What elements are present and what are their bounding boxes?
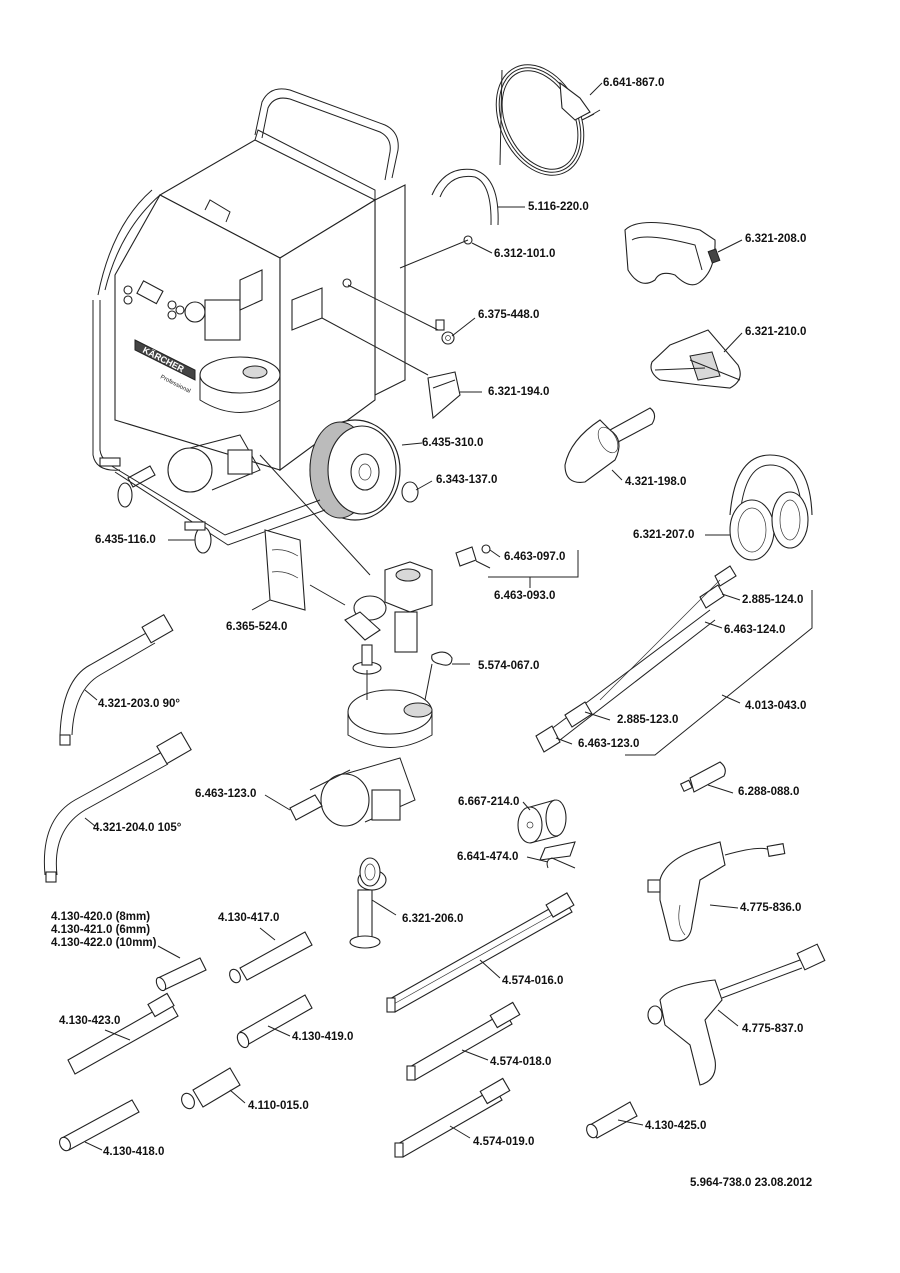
nozzle-423-drawing xyxy=(67,992,179,1075)
elbow-105-drawing xyxy=(43,731,192,883)
document-footer: 5.964-738.0 23.08.2012 xyxy=(690,1177,813,1189)
nozzle-015-drawing xyxy=(181,1067,241,1110)
part-label-lance-016: 4.574-016.0 xyxy=(502,975,564,987)
gun-837-drawing xyxy=(647,943,826,1086)
bag-drawing xyxy=(264,529,306,611)
part-label-hose-2885-124: 2.885-124.0 xyxy=(742,594,804,606)
part-label-castor: 6.435-116.0 xyxy=(95,534,156,546)
nozzle-417-drawing xyxy=(229,931,313,984)
part-label-gun-836: 4.775-836.0 xyxy=(740,902,802,914)
part-label-nozzle-425: 4.130-425.0 xyxy=(645,1120,707,1132)
lance-019-drawing xyxy=(394,1077,511,1158)
part-label-goggles: 6.321-208.0 xyxy=(745,233,807,245)
part-label-pin: 6.641-474.0 xyxy=(457,851,519,863)
part-label-hose-5116: 5.116-220.0 xyxy=(528,201,589,213)
gasket-drawing xyxy=(431,651,453,666)
part-label-nozzle-418: 4.130-418.0 xyxy=(103,1146,165,1158)
leader-lines xyxy=(84,82,813,1151)
scoop-drawing xyxy=(564,407,656,483)
part-label-grease-tube: 6.288-088.0 xyxy=(738,786,800,798)
nozzle-419-drawing xyxy=(236,994,313,1049)
power-cable-drawing xyxy=(495,64,601,176)
part-label-hub-cap: 6.343-137.0 xyxy=(436,474,498,486)
pump-motor-drawing xyxy=(289,689,433,827)
gloves-drawing xyxy=(650,329,741,389)
valve-unit-drawing xyxy=(344,544,491,675)
part-label-hose-2885-123: 2.885-123.0 xyxy=(617,714,679,726)
part-label-nozzle-423: 4.130-423.0 xyxy=(59,1015,121,1027)
nozzle-425-drawing xyxy=(586,1101,638,1139)
part-label-bag: 6.365-524.0 xyxy=(226,621,288,633)
part-label-lance-019: 4.574-019.0 xyxy=(473,1136,535,1148)
part-label-gloves: 6.321-210.0 xyxy=(745,326,807,338)
part-label-fitting-set-093: 6.463-093.0 xyxy=(494,590,556,602)
part-label-coupling-123-left: 6.463-123.0 xyxy=(195,788,257,800)
nozzle-418-drawing xyxy=(59,1099,140,1152)
hose-assembly-drawing xyxy=(535,565,737,753)
part-label-elbow-90: 4.321-203.0 90° xyxy=(98,698,180,710)
part-label-coupling-124: 6.463-124.0 xyxy=(724,624,786,636)
part-label-nozzle-015: 4.110-015.0 xyxy=(248,1100,309,1112)
handle-cover-drawing xyxy=(427,371,461,420)
part-label-wheel: 6.435-310.0 xyxy=(422,437,484,449)
part-label-scoop: 4.321-198.0 xyxy=(625,476,687,488)
part-label-nozzle-419: 4.130-419.0 xyxy=(292,1031,354,1043)
part-label-gun-837: 4.775-837.0 xyxy=(742,1023,804,1035)
part-label-holder: 6.321-206.0 xyxy=(402,913,464,925)
holder-drawing xyxy=(349,857,387,949)
part-label-fitting-097: 6.463-097.0 xyxy=(504,551,566,563)
ear-defenders-drawing xyxy=(729,454,813,561)
part-label-lance-018: 4.574-018.0 xyxy=(490,1056,552,1068)
part-label-nozzle-421: 4.130-421.0 (6mm) xyxy=(51,924,151,936)
elbow-90-drawing xyxy=(59,613,174,746)
part-label-seal-6312: 6.312-101.0 xyxy=(494,248,556,260)
gun-836-drawing xyxy=(647,841,786,942)
part-label-power-cable: 6.641-867.0 xyxy=(603,77,665,89)
lance-018-drawing xyxy=(406,1001,521,1081)
hub-cap-drawing xyxy=(401,481,419,503)
hose-5116-drawing xyxy=(431,168,499,245)
grease-tube-drawing xyxy=(679,761,726,793)
part-label-nozzle-420: 4.130-420.0 (8mm) xyxy=(51,911,151,923)
part-label-nozzle-422: 4.130-422.0 (10mm) xyxy=(51,937,157,949)
part-label-hose-assembly: 4.013-043.0 xyxy=(745,700,807,712)
part-label-coupling-123-right: 6.463-123.0 xyxy=(578,738,640,750)
part-label-handle-cover: 6.321-194.0 xyxy=(488,386,550,398)
machine-cabinet: KÄRCHER Professional xyxy=(92,88,406,554)
part-label-nozzle-417: 4.130-417.0 xyxy=(218,912,280,924)
goggles-drawing xyxy=(624,222,721,286)
lock-drawing xyxy=(435,319,455,345)
lance-016-drawing xyxy=(386,892,575,1013)
tape-drawing xyxy=(517,799,576,861)
nozzle-420-drawing xyxy=(155,957,207,992)
part-label-ear-defenders: 6.321-207.0 xyxy=(633,529,695,541)
pin-drawing xyxy=(546,857,576,869)
part-label-tape: 6.667-214.0 xyxy=(458,796,520,808)
part-label-lock: 6.375-448.0 xyxy=(478,309,540,321)
part-label-elbow-105: 4.321-204.0 105° xyxy=(93,822,182,834)
part-label-gasket: 5.574-067.0 xyxy=(478,660,540,672)
